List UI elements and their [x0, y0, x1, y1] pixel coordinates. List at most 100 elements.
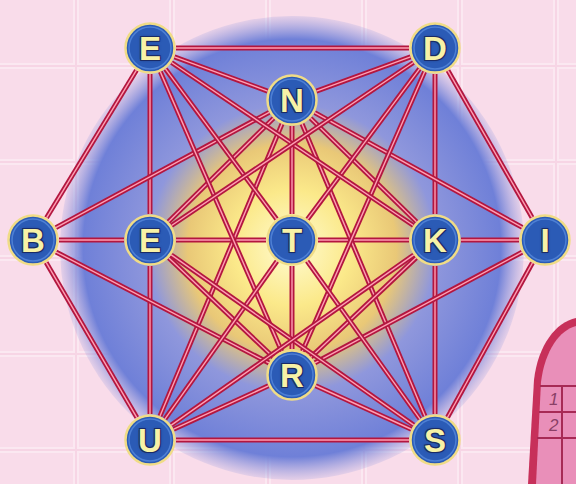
- double-line-connector: [318, 240, 409, 241]
- letter-circle: U: [124, 414, 176, 466]
- connector-inner: [149, 74, 150, 214]
- double-line-connector: [315, 252, 522, 363]
- connector-inner: [165, 69, 276, 219]
- connector-inner: [315, 252, 522, 363]
- connector-outer: [308, 69, 420, 219]
- connector-inner: [291, 126, 292, 214]
- connector-inner: [461, 239, 519, 240]
- letter: U: [138, 424, 162, 457]
- connector-inner: [318, 239, 409, 240]
- connector-outer: [56, 252, 269, 363]
- circle-highlight: [414, 419, 456, 461]
- letter-circle: I: [519, 214, 571, 266]
- letter: E: [139, 224, 161, 257]
- connector-inner: [160, 72, 281, 351]
- circle-outline: [411, 216, 460, 265]
- double-line-connector: [56, 252, 269, 363]
- double-line-connector: [165, 69, 276, 219]
- connector-inner: [160, 124, 282, 416]
- double-line-connector: [172, 63, 414, 226]
- connector-inner: [307, 261, 420, 419]
- connector-outer: [461, 238, 519, 243]
- connector-inner: [56, 252, 269, 363]
- double-line-connector: [150, 74, 151, 214]
- circle-highlight: [12, 219, 54, 261]
- connector-outer: [165, 69, 276, 219]
- connector-inner: [171, 255, 413, 425]
- double-line-connector: [435, 74, 436, 214]
- circle-highlight: [414, 219, 456, 261]
- connector-outer: [171, 255, 413, 425]
- circle-highlight: [129, 27, 171, 69]
- circle-highlight: [414, 27, 456, 69]
- connector-outer: [160, 124, 282, 416]
- letter-circle: K: [409, 214, 461, 266]
- circle-outline: [9, 216, 58, 265]
- connector-inner: [434, 74, 435, 214]
- double-line-connector: [172, 63, 414, 226]
- double-line-connector: [150, 266, 151, 414]
- connector-outer: [176, 46, 409, 51]
- letter: E: [139, 32, 161, 65]
- double-line-connector: [435, 266, 436, 414]
- connector-outer: [307, 261, 420, 419]
- connector-outer: [148, 74, 153, 214]
- letter: B: [21, 224, 45, 257]
- connector-outer: [176, 238, 266, 243]
- connector-inner: [176, 239, 266, 240]
- connector-outer: [59, 238, 124, 243]
- letter: K: [423, 224, 447, 257]
- connector-outer: [302, 124, 425, 416]
- double-line-connector: [160, 72, 281, 351]
- double-line-connector: [461, 240, 519, 241]
- connector-inner: [176, 47, 409, 48]
- connector-inner: [302, 124, 425, 416]
- double-line-connector: [302, 124, 425, 416]
- letter-circle: T: [266, 214, 318, 266]
- connector-outer: [315, 252, 522, 363]
- connector-outer: [47, 70, 137, 218]
- letter: I: [540, 224, 549, 257]
- connector-outer: [433, 74, 438, 214]
- letter: D: [423, 32, 447, 65]
- connector-outer: [172, 63, 414, 226]
- letter-circle: E: [124, 22, 176, 74]
- circle-highlight: [129, 419, 171, 461]
- circle-highlight: [271, 354, 313, 396]
- circle-outline: [268, 216, 317, 265]
- letter: S: [424, 424, 446, 457]
- double-line-connector: [176, 48, 409, 49]
- connector-outer: [302, 72, 424, 351]
- connector-outer: [160, 72, 281, 351]
- letter-circle: S: [409, 414, 461, 466]
- circle-outline: [126, 216, 175, 265]
- dial-number: 2: [549, 417, 558, 434]
- double-line-connector: [292, 126, 293, 214]
- double-line-connector: [302, 72, 424, 351]
- double-line-connector: [47, 70, 137, 218]
- connector-inner: [172, 63, 414, 226]
- connector-outer: [172, 63, 414, 226]
- circle-outline: [126, 416, 175, 465]
- letter-circle: R: [266, 349, 318, 401]
- connector-outer: [176, 438, 409, 443]
- connector-outer: [433, 266, 438, 414]
- letter-circle: N: [266, 74, 318, 126]
- circle-outline: [411, 416, 460, 465]
- connector-inner: [165, 261, 277, 419]
- letter-circle: D: [409, 22, 461, 74]
- connector-inner: [308, 69, 420, 219]
- circle-outline: [126, 24, 175, 73]
- letter-circle: B: [7, 214, 59, 266]
- connector-inner: [47, 70, 137, 218]
- connector-inner: [302, 72, 424, 351]
- connector-outer: [290, 126, 295, 214]
- double-line-connector: [308, 69, 420, 219]
- connector-inner: [172, 63, 414, 226]
- letter: T: [282, 224, 302, 257]
- circle-outline: [411, 24, 460, 73]
- connector-inner: [176, 439, 409, 440]
- connector-outer: [148, 266, 153, 414]
- score-dial: [528, 318, 576, 484]
